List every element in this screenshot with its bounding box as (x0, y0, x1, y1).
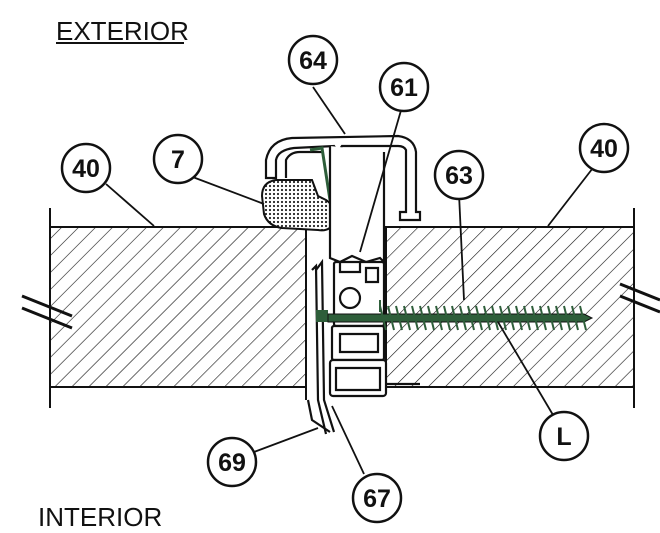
callout-67: 67 (351, 472, 403, 524)
callout-L: L (538, 410, 590, 462)
callout-7: 7 (152, 133, 204, 185)
callout-63: 63 (433, 149, 485, 201)
strip-profile-67 (311, 258, 336, 435)
cap-profile-64 (264, 134, 422, 222)
screw-threads (379, 305, 587, 331)
svg-text:40: 40 (590, 135, 618, 163)
callout-40-left: 40 (60, 142, 112, 194)
svg-text:69: 69 (218, 449, 246, 477)
svg-text:40: 40 (72, 155, 100, 183)
main-profile-61 (328, 146, 420, 398)
svg-text:64: 64 (299, 47, 327, 75)
callout-64: 64 (287, 34, 339, 86)
svg-text:L: L (556, 423, 571, 451)
exterior-label: EXTERIOR (56, 16, 189, 46)
right-break-mark (619, 282, 660, 314)
svg-text:63: 63 (445, 162, 473, 190)
callout-61: 61 (378, 61, 430, 113)
left-break-mark (21, 294, 73, 330)
trim-69 (306, 399, 331, 433)
leader-lines (105, 86, 597, 475)
right-wall-panel (385, 208, 635, 408)
svg-text:7: 7 (171, 146, 185, 174)
callout-40-right: 40 (578, 122, 630, 174)
svg-text:61: 61 (390, 74, 418, 102)
callout-69: 69 (206, 436, 258, 488)
left-wall-panel (49, 208, 307, 408)
svg-text:67: 67 (363, 485, 391, 513)
interior-label: INTERIOR (38, 502, 162, 532)
